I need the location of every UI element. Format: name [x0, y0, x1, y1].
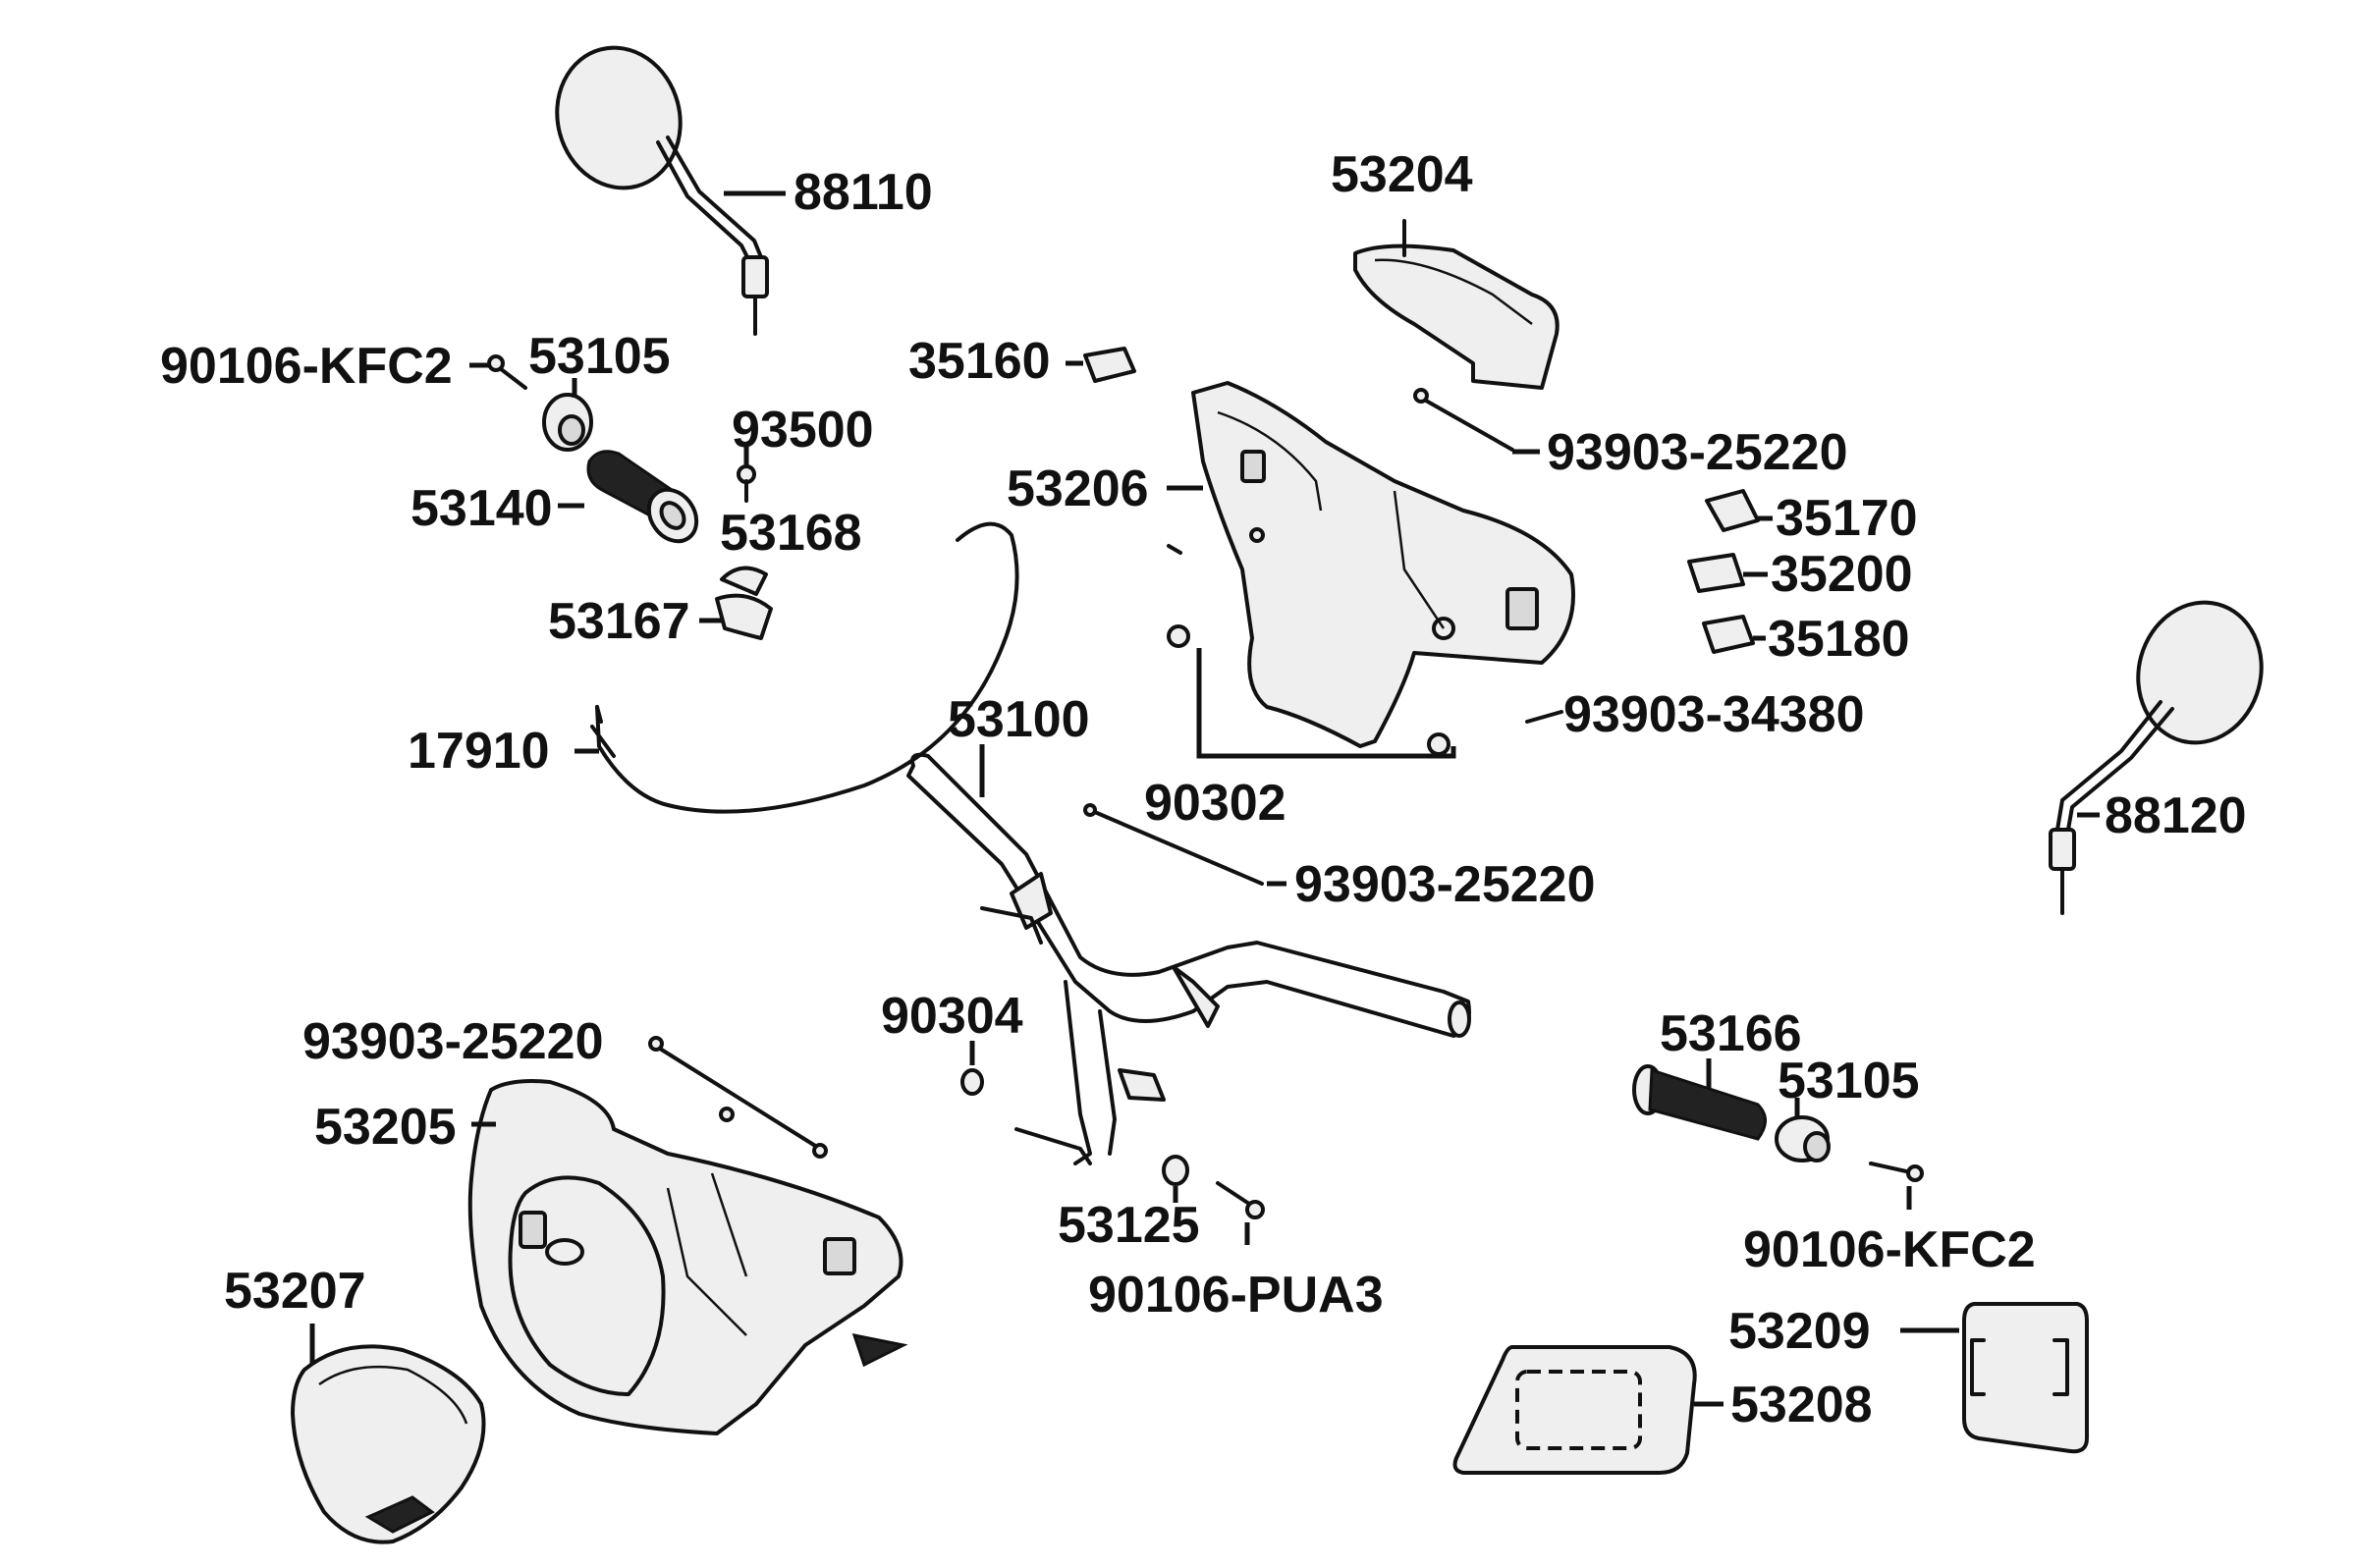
- label-35170: 35170: [1776, 490, 1918, 547]
- bar-end-weight-top-part: [542, 393, 593, 452]
- label-93903-25220-b: 93903-25220: [1294, 856, 1596, 913]
- screw-93500-part: [737, 464, 756, 503]
- label-90302: 90302: [1144, 775, 1286, 832]
- label-88110: 88110: [793, 164, 933, 221]
- bolt-90302-part: [1167, 624, 1450, 756]
- label-35200: 35200: [1771, 546, 1913, 603]
- grip-left-part: [586, 450, 699, 544]
- cover-plate-53208-part: [1452, 1345, 1697, 1475]
- collar-53125-part: [1162, 1155, 1189, 1203]
- label-53204: 53204: [1331, 146, 1473, 203]
- label-35180: 35180: [1768, 611, 1910, 668]
- label-17910: 17910: [408, 723, 550, 780]
- screw-top-part: [487, 354, 527, 390]
- bolt-90106-pua3-part: [1216, 1181, 1265, 1245]
- small-screw-part: [1167, 544, 1182, 555]
- label-53206: 53206: [1007, 460, 1149, 517]
- label-88120: 88120: [2105, 787, 2247, 844]
- label-53166: 53166: [1660, 1005, 1802, 1062]
- grip-right-part: [1632, 1064, 1767, 1141]
- label-93500: 93500: [732, 402, 874, 459]
- label-53208: 53208: [1730, 1377, 1873, 1433]
- mirror-right-part: [2049, 600, 2264, 915]
- bar-end-weight-bottom-part: [1775, 1115, 1831, 1162]
- headlight-lens-part: [291, 1344, 486, 1544]
- label-53125: 53125: [1058, 1197, 1200, 1254]
- switch-35160-part: [1083, 347, 1136, 383]
- label-53168: 53168: [720, 505, 862, 562]
- label-53100: 53100: [948, 691, 1090, 748]
- washer-90304-part: [960, 1068, 984, 1096]
- label-53209: 53209: [1728, 1303, 1871, 1360]
- label-53205: 53205: [314, 1099, 457, 1156]
- screw-93903-25220-b-part: [1083, 803, 1264, 886]
- cover-plate-53209-part: [1962, 1302, 2089, 1454]
- switch-35170-part: [1705, 489, 1760, 532]
- switch-35180-part: [1702, 615, 1755, 654]
- label-53207: 53207: [224, 1263, 366, 1320]
- label-53140: 53140: [410, 480, 553, 537]
- label-90106-kfc2-bottom: 90106-KFC2: [1743, 1221, 2036, 1278]
- front-handlebar-cover-part: [467, 1079, 908, 1435]
- handlebar-part: [906, 752, 1471, 1165]
- label-93903-25220-a: 93903-25220: [1547, 424, 1848, 481]
- rear-handlebar-cover-part: [1191, 381, 1575, 748]
- screw-bottom-part: [1869, 1162, 1924, 1182]
- label-53167: 53167: [548, 593, 690, 650]
- screw-93903-25220-a-part: [1413, 388, 1514, 452]
- mirror-left-part: [555, 45, 769, 336]
- label-90106-pua3: 90106-PUA3: [1088, 1267, 1384, 1324]
- screw-93903-25220-c-part: [648, 1036, 828, 1159]
- label-53105-bottom: 53105: [1778, 1053, 1920, 1109]
- label-90106-kfc2-top: 90106-KFC2: [160, 338, 453, 395]
- throttle-cable-part: [590, 521, 1019, 814]
- label-93903-25220-c: 93903-25220: [302, 1013, 604, 1070]
- meter-cover-part: [1353, 219, 1560, 390]
- switch-35200-part: [1687, 553, 1745, 593]
- label-35160: 35160: [908, 333, 1051, 390]
- throttle-housing-part: [715, 566, 773, 640]
- screw-93903-34380-part: [1525, 710, 1563, 724]
- label-90304: 90304: [881, 988, 1023, 1045]
- label-93903-34380: 93903-34380: [1563, 686, 1865, 743]
- label-53105-top: 53105: [528, 328, 671, 385]
